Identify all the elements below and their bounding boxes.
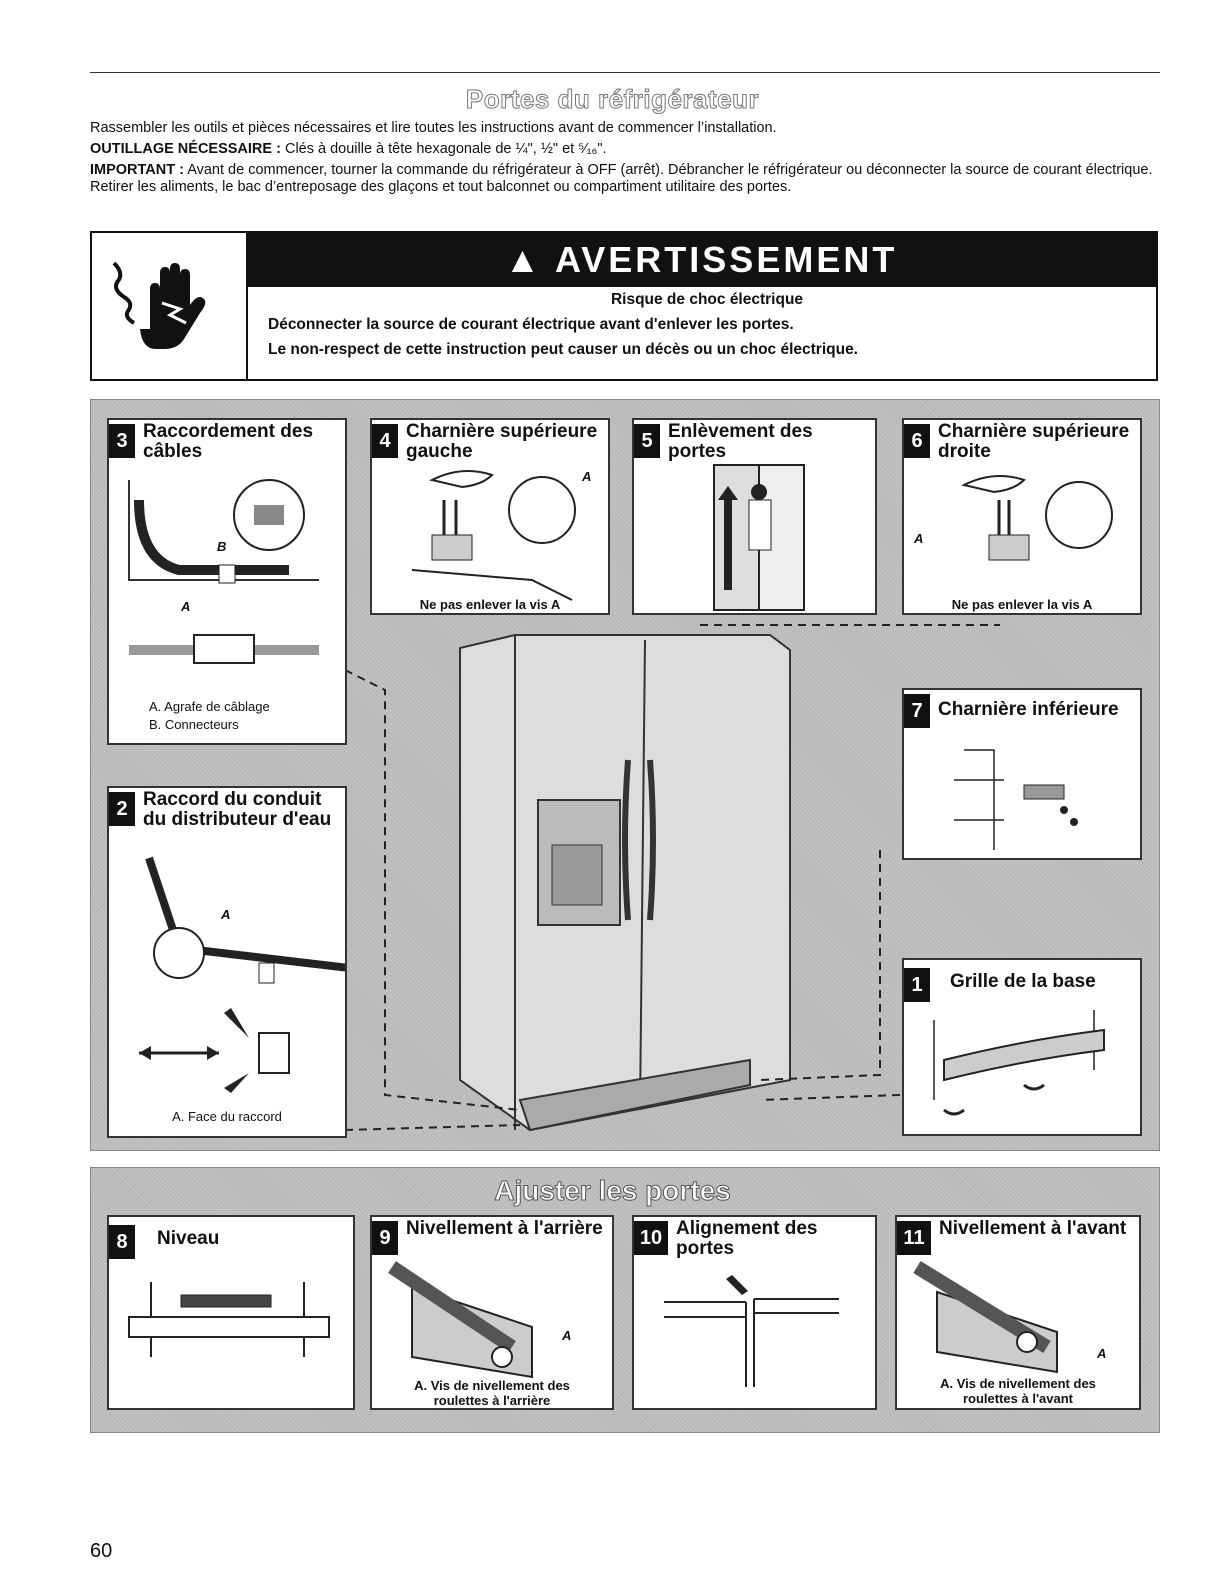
step-title: Nivellement à l'avant [939,1218,1127,1239]
step-11-panel: 11 Nivellement à l'avant A A. Vis de niv… [895,1215,1141,1410]
step-5-panel: 5 Enlèvement des portes [632,418,877,615]
shock-hazard-icon [92,233,248,379]
label-a: A [181,599,191,614]
step-number: 4 [372,424,398,458]
step-title: Niveau [157,1228,220,1249]
step-8-panel: 8 Niveau [107,1215,355,1410]
label-b: B [217,539,227,554]
step-title: Raccord du conduit du distributeur d'eau [143,789,332,830]
step-title: Raccordement des câbles [143,421,314,462]
level-illustration [128,1282,330,1357]
step-number: 7 [904,694,930,728]
warning-body: Risque de choc électrique Déconnecter la… [268,291,1146,366]
water-line-illustration [139,856,345,1093]
rear-leveling-illustration [388,1261,533,1379]
step-number: 1 [904,968,930,1002]
step-7-panel: 7 Charnière inférieure [902,688,1142,860]
step-title: Grille de la base [950,971,1096,992]
caption-line-1: A. Vis de nivellement des [414,1378,570,1393]
step-number: 3 [109,424,135,458]
caption-line-2: roulettes à l'arrière [433,1393,551,1408]
step-number: 5 [634,424,660,458]
step-6-panel: 6 Charnière supérieure droite A Ne pas e… [902,418,1142,615]
step-number: 6 [904,424,930,458]
warning-header-text: AVERTISSEMENT [554,239,898,280]
step-1-panel: 1 Grille de la base [902,958,1142,1136]
label-a: A [914,531,924,546]
step-3-panel: 3 Raccordement des câbles B A A. Agrafe … [107,418,347,745]
important-text: Avant de commencer, tourner la commande … [90,162,1153,195]
label-a: A [582,469,592,484]
important-line: IMPORTANT : Avant de commencer, tourner … [90,162,1165,196]
base-grille-illustration [933,1010,1105,1116]
lower-hinge-illustration [954,749,1078,850]
caption-line-2: roulettes à l'avant [962,1391,1074,1406]
label-a: A [1097,1346,1107,1361]
caption-a: A. Agrafe de câblage [149,699,270,714]
step-number: 11 [897,1221,931,1255]
caption-line-1: A. Vis de nivellement des [940,1376,1096,1391]
step-title: Charnière supérieure droite [938,421,1130,462]
intro-text: Rassembler les outils et pièces nécessai… [90,120,777,136]
front-leveling-illustration [913,1261,1058,1374]
step-number: 10 [634,1221,668,1255]
intro-block: Rassembler les outils et pièces nécessai… [90,120,1165,200]
warning-box: ▲ AVERTISSEMENT Risque de choc électriqu… [90,231,1158,381]
caption: Ne pas enlever la vis A [951,597,1093,612]
page-title: Portes du réfrigérateur [465,84,760,115]
important-label: IMPORTANT : [90,162,184,178]
tools-text: Clés à douille à tête hexagonale de ¼", … [284,141,607,157]
step-title: Charnière supérieure gauche [406,421,598,462]
page-number: 60 [90,1540,113,1562]
door-removal-illustration [713,464,805,611]
step-number: 8 [109,1225,135,1259]
step-title: Nivellement à l'arrière [406,1218,603,1239]
step-number: 9 [372,1221,398,1255]
step-title: Alignement des portes [676,1218,818,1259]
tools-label: OUTILLAGE NÉCESSAIRE : [90,141,281,157]
upper-left-hinge-illustration [411,470,576,601]
caption-b: B. Connecteurs [149,717,239,732]
warning-line-3: Le non-respect de cette instruction peut… [268,341,858,358]
step-title: Enlèvement des portes [668,421,813,462]
step-10-panel: 10 Alignement des portes [632,1215,877,1410]
wiring-illustration [128,479,319,664]
step-title: Charnière inférieure [938,699,1119,720]
upper-right-hinge-illustration [961,475,1113,561]
label-a: A [221,907,231,922]
step-9-panel: 9 Nivellement à l'arrière A A. Vis de ni… [370,1215,614,1410]
adjust-doors-title: Ajuster les portes [494,1175,732,1207]
step-4-panel: 4 Charnière supérieure gauche A Ne pas e… [370,418,610,615]
step-number: 2 [109,792,135,826]
door-alignment-illustration [664,1275,839,1387]
caption: A. Face du raccord [172,1109,282,1124]
warning-line-1: Risque de choc électrique [610,291,804,308]
step-2-panel: 2 Raccord du conduit du distributeur d'e… [107,786,347,1138]
label-a: A [562,1328,572,1343]
warning-line-2: Déconnecter la source de courant électri… [268,316,794,333]
tools-line: OUTILLAGE NÉCESSAIRE : Clés à douille à … [90,141,1165,158]
caption: Ne pas enlever la vis A [419,597,561,612]
top-rule [90,72,1160,73]
warning-header: ▲ AVERTISSEMENT [246,233,1156,287]
